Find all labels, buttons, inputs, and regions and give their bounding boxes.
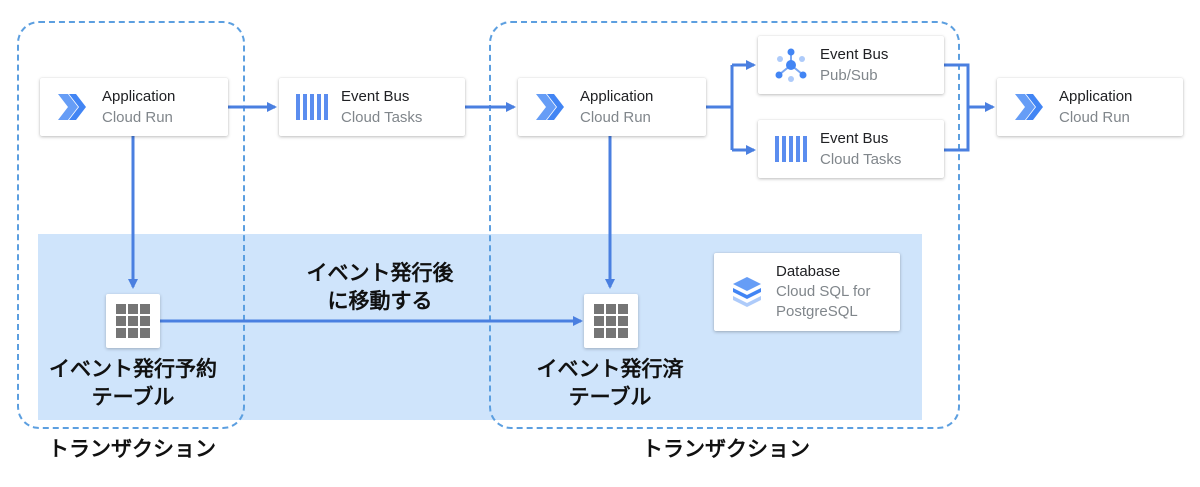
cloud-run-icon: [1011, 88, 1049, 126]
table-left[interactable]: [106, 294, 160, 348]
transaction-label-right: トランザクション: [642, 438, 810, 461]
table-left-label-line1: イベント発行予約: [49, 358, 217, 381]
transaction-boundary-left: [17, 21, 245, 429]
table-left-label-line2: テーブル: [91, 386, 175, 409]
table-grid-icon: [116, 304, 150, 338]
cloud-tasks-icon: [293, 88, 331, 126]
card-title: Event Bus: [820, 130, 889, 147]
card-subtitle-line1: Cloud SQL for: [776, 283, 871, 300]
cloud-tasks-icon: [772, 130, 810, 168]
card-title: Event Bus: [341, 88, 410, 105]
move-label-line1: イベント発行後: [306, 262, 454, 285]
table-right[interactable]: [584, 294, 638, 348]
table-right-label-line2: テーブル: [568, 386, 652, 409]
transaction-label-left: トランザクション: [48, 438, 216, 461]
cloud-sql-icon: [728, 273, 766, 311]
table-right-label: イベント発行済 テーブル: [510, 356, 710, 412]
table-grid-icon: [594, 304, 628, 338]
card-title: Application: [102, 88, 176, 105]
cloud-run-icon: [54, 88, 92, 126]
card-title: Event Bus: [820, 46, 889, 63]
card-subtitle: Cloud Run: [1059, 109, 1130, 126]
card-subtitle-line2: PostgreSQL: [776, 303, 858, 320]
card-subtitle: Pub/Sub: [820, 67, 878, 84]
move-label: イベント発行後 に移動する: [270, 260, 490, 316]
card-subtitle: Cloud Tasks: [341, 109, 423, 126]
card-subtitle: Cloud Run: [102, 109, 173, 126]
card-subtitle: Cloud Tasks: [820, 151, 902, 168]
card-title: Application: [580, 88, 654, 105]
move-label-line2: に移動する: [327, 290, 433, 313]
fork-line: [706, 65, 734, 150]
card-title: Application: [1059, 88, 1133, 105]
table-left-label: イベント発行予約 テーブル: [28, 356, 238, 412]
pubsub-icon: [772, 46, 810, 84]
card-title: Database: [776, 263, 841, 280]
card-subtitle: Cloud Run: [580, 109, 651, 126]
transaction-boundary-right: [489, 21, 960, 429]
table-right-label-line1: イベント発行済: [536, 358, 684, 381]
merge-line: [944, 63, 970, 152]
cloud-run-icon: [532, 88, 570, 126]
